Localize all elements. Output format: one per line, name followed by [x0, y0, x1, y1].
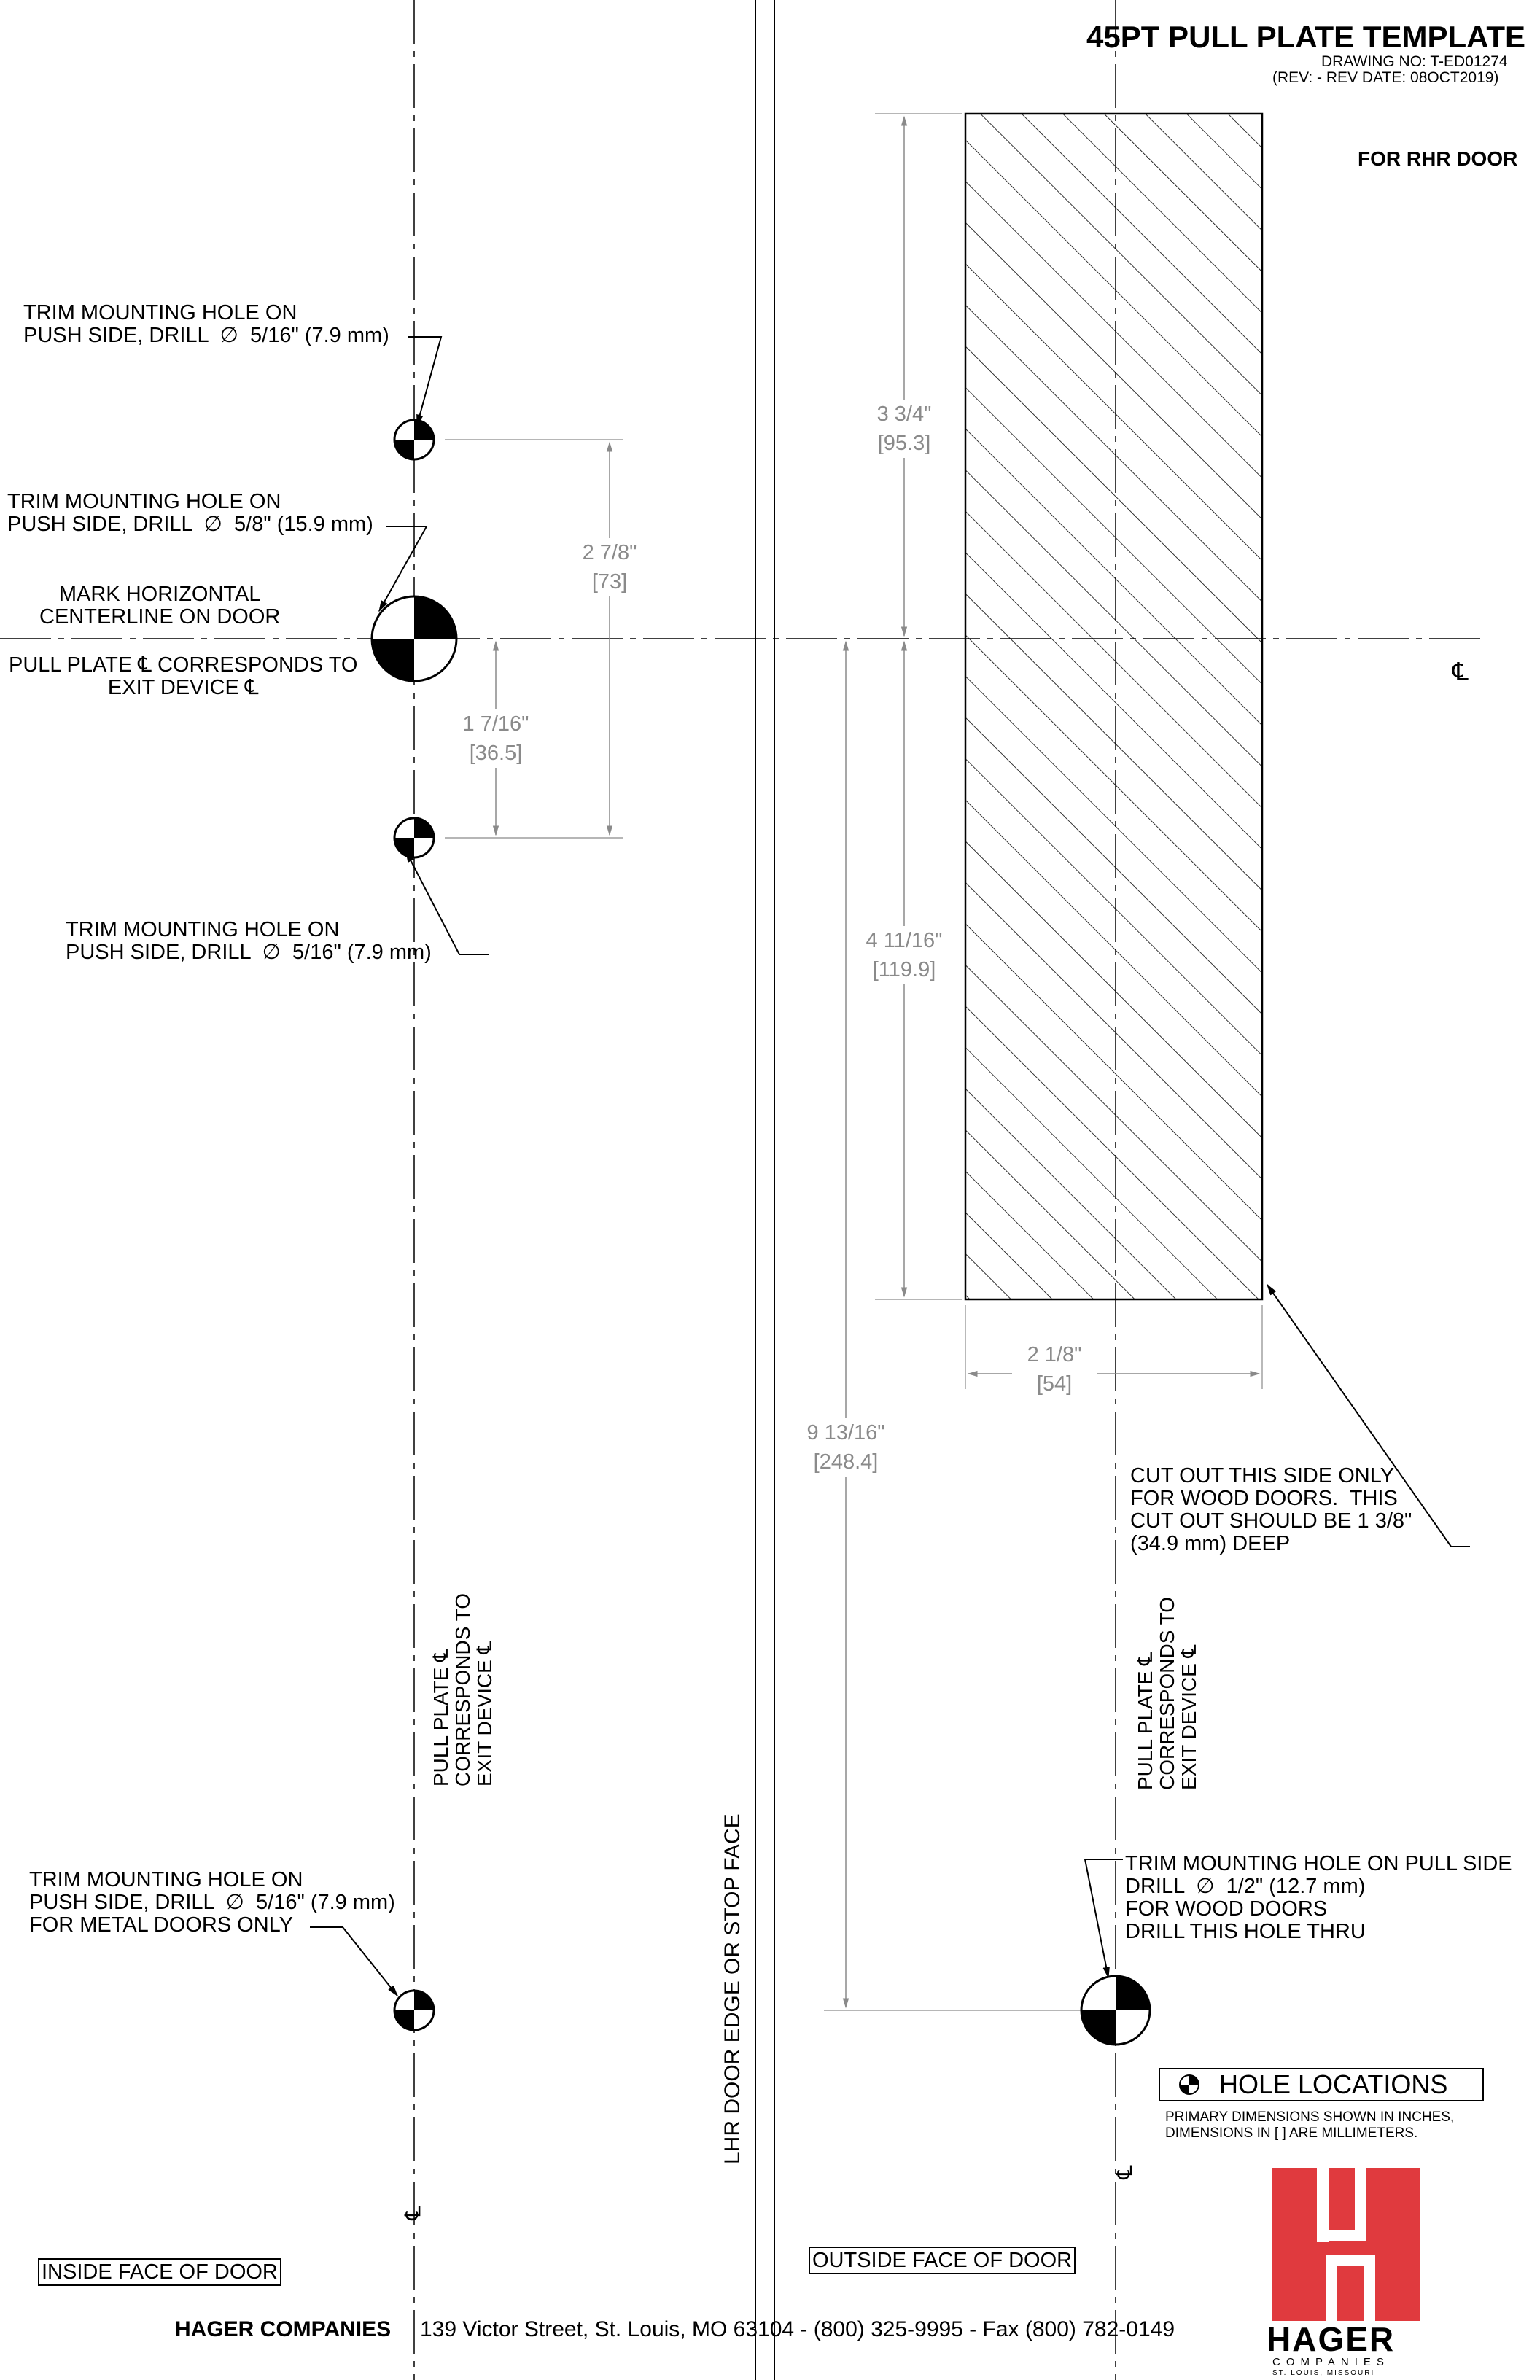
- footer-company: HAGER COMPANIES: [175, 2317, 392, 2341]
- leader-cutout: [1267, 1283, 1470, 1547]
- dim-9-13-16: 9 13/16"[248.4]: [796, 1418, 895, 1477]
- callout-lower-hole: TRIM MOUNTING HOLE ON PUSH SIDE, DRILL ∅…: [66, 918, 432, 964]
- legend-note: PRIMARY DIMENSIONS SHOWN IN INCHES, DIME…: [1165, 2109, 1455, 2141]
- callout-mark-centerline: MARK HORIZONTAL CENTERLINE ON DOOR: [39, 583, 281, 629]
- footer-address: 139 Victor Street, St. Louis, MO 63104 -…: [420, 2317, 1175, 2341]
- centerline-symbol-right: ℄: [1452, 658, 1469, 686]
- door-hand: FOR RHR DOOR: [1358, 147, 1518, 170]
- logo-brand: HAGER: [1267, 2320, 1396, 2358]
- centerline-symbol-right-bottom: ℄: [1113, 2165, 1138, 2179]
- hole-symbol-large: [370, 595, 458, 682]
- page-title: 45PT PULL PLATE TEMPLATE: [1086, 20, 1526, 54]
- leader-metal-hole: [310, 1926, 398, 1997]
- callout-large-hole: TRIM MOUNTING HOLE ON PUSH SIDE, DRILL ∅…: [7, 490, 373, 536]
- left-centerline-label: PULL PLATE ℄ CORRESPONDS TO EXIT DEVICE …: [429, 1592, 496, 1786]
- hole-symbol-top: [393, 419, 435, 461]
- hager-logo-mark: [1272, 2168, 1420, 2321]
- drawing-number: DRAWING NO: T-ED01274: [1321, 53, 1508, 70]
- callout-metal-hole: TRIM MOUNTING HOLE ON PUSH SIDE, DRILL ∅…: [29, 1868, 395, 1937]
- leader-large-hole: [378, 526, 428, 612]
- right-centerline-label: PULL PLATE ℄ CORRESPONDS TO EXIT DEVICE …: [1134, 1596, 1200, 1790]
- centerline-symbol-left-bottom: ℄: [401, 2206, 426, 2220]
- inside-face-label: INSIDE FACE OF DOOR: [38, 2258, 281, 2286]
- dim-3-3-4: 3 3/4"[95.3]: [860, 400, 948, 458]
- door-edge-label: LHR DOOR EDGE OR STOP FACE: [720, 1813, 744, 2164]
- leader-top-hole: [408, 336, 443, 427]
- outside-face-label: OUTSIDE FACE OF DOOR: [809, 2247, 1076, 2274]
- logo-city: ST. LOUIS, MISSOURI: [1272, 2369, 1375, 2377]
- logo-sub: COMPANIES: [1272, 2356, 1390, 2368]
- dim-2-1-8: 2 1/8"[54]: [1012, 1340, 1097, 1399]
- pull-plate-cutout: [964, 112, 1264, 1301]
- hole-symbol-pull-side: [1080, 1975, 1151, 2046]
- dim-2-7-8: 2 7/8"[73]: [566, 538, 653, 596]
- leader-pull-side-hole: [1084, 1859, 1123, 1979]
- callout-cutout: CUT OUT THIS SIDE ONLY FOR WOOD DOORS. T…: [1130, 1464, 1412, 1555]
- legend-box: [1159, 2068, 1484, 2101]
- dim-1-7-16: 1 7/16"[36.5]: [448, 709, 544, 768]
- hole-symbol-metal: [393, 1989, 435, 2031]
- callout-pull-side-hole: TRIM MOUNTING HOLE ON PULL SIDE DRILL ∅ …: [1125, 1852, 1512, 1943]
- revision-info: (REV: - REV DATE: 08OCT2019): [1272, 69, 1499, 86]
- legend-title: HOLE LOCATIONS: [1219, 2069, 1448, 2099]
- hole-symbol-lower: [393, 817, 435, 859]
- legend-hole-symbol: [1179, 2074, 1199, 2095]
- callout-pull-plate-cl: PULL PLATE ℄ CORRESPONDS TO EXIT DEVICE …: [9, 653, 358, 699]
- callout-top-hole: TRIM MOUNTING HOLE ON PUSH SIDE, DRILL ∅…: [23, 301, 389, 347]
- leader-lower-hole: [405, 850, 489, 955]
- dim-4-11-16: 4 11/16"[119.9]: [852, 926, 957, 984]
